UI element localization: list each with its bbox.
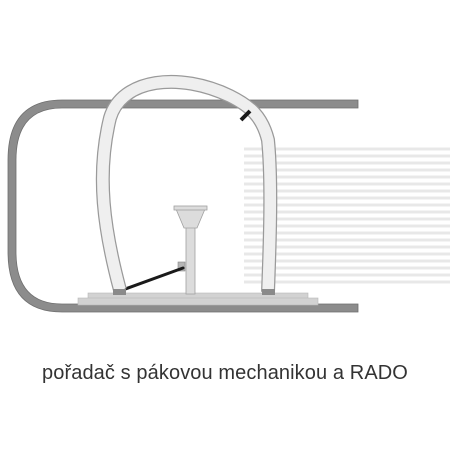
base-plate	[77, 292, 319, 306]
binder-shell	[7, 99, 359, 313]
lever-arch-mechanism	[95, 74, 278, 295]
lever-bar	[115, 266, 185, 294]
paper-stack	[244, 147, 450, 284]
caption: pořadač s pákovou mechanikou a RADO	[42, 362, 408, 384]
post-mechanism	[173, 205, 208, 295]
